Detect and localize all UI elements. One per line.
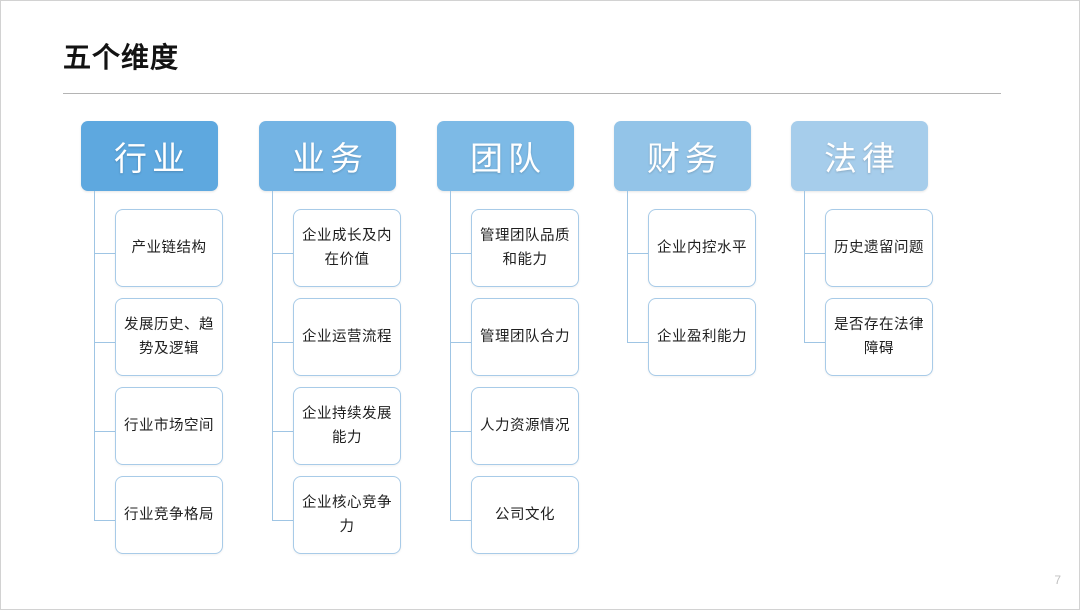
connector-stub bbox=[94, 431, 115, 432]
dimension-child-row: 产业链结构 bbox=[81, 209, 256, 298]
dimension-item-box[interactable]: 公司文化 bbox=[471, 476, 579, 554]
dimension-item-label: 企业运营流程 bbox=[302, 329, 392, 345]
dimension-column: 业务企业成长及内在价值企业运营流程企业持续发展能力企业核心竞争力 bbox=[259, 121, 434, 554]
dimension-item-label: 产业链结构 bbox=[131, 240, 207, 256]
dimension-column: 法律历史遗留问题是否存在法律障碍 bbox=[791, 121, 966, 376]
dimension-item-box[interactable]: 历史遗留问题 bbox=[825, 209, 933, 287]
title-area: 五个维度 bbox=[63, 41, 1003, 99]
dimension-item-label: 企业盈利能力 bbox=[657, 329, 747, 345]
connector-stub bbox=[272, 520, 293, 521]
dimension-item-label: 行业竞争格局 bbox=[124, 507, 214, 523]
dimension-column: 财务企业内控水平企业盈利能力 bbox=[614, 121, 789, 376]
dimension-child-row: 历史遗留问题 bbox=[791, 209, 966, 298]
dimension-item-box[interactable]: 管理团队合力 bbox=[471, 298, 579, 376]
connector-stub bbox=[450, 431, 471, 432]
dimension-children: 产业链结构发展历史、趋势及逻辑行业市场空间行业竞争格局 bbox=[81, 209, 256, 565]
dimension-child-row: 发展历史、趋势及逻辑 bbox=[81, 298, 256, 387]
dimension-child-row: 是否存在法律障碍 bbox=[791, 298, 966, 387]
page-title: 五个维度 bbox=[63, 41, 180, 74]
dimension-item-box[interactable]: 行业竞争格局 bbox=[115, 476, 223, 554]
dimension-child-row: 企业成长及内在价值 bbox=[259, 209, 434, 298]
connector-stub bbox=[450, 520, 471, 521]
dimension-column: 行业产业链结构发展历史、趋势及逻辑行业市场空间行业竞争格局 bbox=[81, 121, 256, 554]
dimension-header-3[interactable]: 团队 bbox=[437, 121, 574, 191]
connector-stub bbox=[804, 253, 825, 254]
dimension-item-box[interactable]: 是否存在法律障碍 bbox=[825, 298, 933, 376]
dimension-item-label: 企业成长及内在价值 bbox=[302, 228, 392, 268]
dimension-item-label: 管理团队品质和能力 bbox=[480, 228, 570, 268]
dimension-children: 管理团队品质和能力管理团队合力人力资源情况公司文化 bbox=[437, 209, 612, 565]
dimension-child-row: 管理团队合力 bbox=[437, 298, 612, 387]
dimension-item-box[interactable]: 企业内控水平 bbox=[648, 209, 756, 287]
connector-trunk bbox=[804, 191, 805, 342]
connector-stub bbox=[94, 520, 115, 521]
connector-stub bbox=[627, 253, 648, 254]
connector-stub bbox=[450, 253, 471, 254]
dimension-item-box[interactable]: 企业盈利能力 bbox=[648, 298, 756, 376]
dimension-child-row: 企业内控水平 bbox=[614, 209, 789, 298]
dimension-children: 企业内控水平企业盈利能力 bbox=[614, 209, 789, 387]
dimension-column: 团队管理团队品质和能力管理团队合力人力资源情况公司文化 bbox=[437, 121, 612, 554]
connector-stub bbox=[272, 342, 293, 343]
connector-stub bbox=[272, 431, 293, 432]
dimension-child-row: 公司文化 bbox=[437, 476, 612, 565]
dimension-child-row: 行业竞争格局 bbox=[81, 476, 256, 565]
dimension-item-label: 企业核心竞争力 bbox=[302, 495, 392, 535]
connector-stub bbox=[94, 253, 115, 254]
dimension-children: 历史遗留问题是否存在法律障碍 bbox=[791, 209, 966, 387]
dimension-header-4[interactable]: 财务 bbox=[614, 121, 751, 191]
dimension-child-row: 企业核心竞争力 bbox=[259, 476, 434, 565]
connector-trunk bbox=[450, 191, 451, 520]
dimension-header-label: 法律 bbox=[824, 139, 900, 178]
connector-stub bbox=[627, 342, 648, 343]
dimension-item-label: 历史遗留问题 bbox=[834, 240, 924, 256]
dimension-header-label: 团队 bbox=[470, 139, 546, 178]
dimension-item-label: 企业内控水平 bbox=[657, 240, 747, 256]
dimension-item-box[interactable]: 企业成长及内在价值 bbox=[293, 209, 401, 287]
dimension-child-row: 企业盈利能力 bbox=[614, 298, 789, 387]
dimension-item-box[interactable]: 企业运营流程 bbox=[293, 298, 401, 376]
dimension-item-label: 企业持续发展能力 bbox=[302, 406, 392, 446]
dimension-item-box[interactable]: 企业持续发展能力 bbox=[293, 387, 401, 465]
dimension-item-label: 是否存在法律障碍 bbox=[834, 317, 924, 357]
dimension-item-box[interactable]: 企业核心竞争力 bbox=[293, 476, 401, 554]
dimension-header-label: 业务 bbox=[292, 139, 368, 178]
connector-stub bbox=[94, 342, 115, 343]
connector-stub bbox=[272, 253, 293, 254]
dimension-item-box[interactable]: 人力资源情况 bbox=[471, 387, 579, 465]
connector-trunk bbox=[272, 191, 273, 520]
dimension-item-box[interactable]: 产业链结构 bbox=[115, 209, 223, 287]
dimension-children: 企业成长及内在价值企业运营流程企业持续发展能力企业核心竞争力 bbox=[259, 209, 434, 565]
connector-stub bbox=[450, 342, 471, 343]
dimension-child-row: 人力资源情况 bbox=[437, 387, 612, 476]
dimension-item-label: 发展历史、趋势及逻辑 bbox=[124, 317, 214, 357]
page-number: 7 bbox=[1054, 573, 1061, 587]
dimension-header-2[interactable]: 业务 bbox=[259, 121, 396, 191]
dimension-item-box[interactable]: 行业市场空间 bbox=[115, 387, 223, 465]
connector-trunk bbox=[627, 191, 628, 342]
dimension-item-label: 管理团队合力 bbox=[480, 329, 570, 345]
title-divider bbox=[63, 93, 1001, 94]
dimension-header-label: 财务 bbox=[647, 139, 723, 178]
dimension-item-box[interactable]: 管理团队品质和能力 bbox=[471, 209, 579, 287]
five-dimensions-diagram: 行业产业链结构发展历史、趋势及逻辑行业市场空间行业竞争格局业务企业成长及内在价值… bbox=[1, 121, 1079, 591]
connector-stub bbox=[804, 342, 825, 343]
dimension-item-label: 人力资源情况 bbox=[480, 418, 570, 434]
dimension-header-label: 行业 bbox=[114, 139, 190, 178]
dimension-child-row: 企业持续发展能力 bbox=[259, 387, 434, 476]
dimension-item-label: 行业市场空间 bbox=[124, 418, 214, 434]
dimension-child-row: 管理团队品质和能力 bbox=[437, 209, 612, 298]
connector-trunk bbox=[94, 191, 95, 520]
dimension-header-1[interactable]: 行业 bbox=[81, 121, 218, 191]
dimension-item-label: 公司文化 bbox=[495, 507, 555, 523]
dimension-child-row: 行业市场空间 bbox=[81, 387, 256, 476]
dimension-child-row: 企业运营流程 bbox=[259, 298, 434, 387]
dimension-item-box[interactable]: 发展历史、趋势及逻辑 bbox=[115, 298, 223, 376]
dimension-header-5[interactable]: 法律 bbox=[791, 121, 928, 191]
